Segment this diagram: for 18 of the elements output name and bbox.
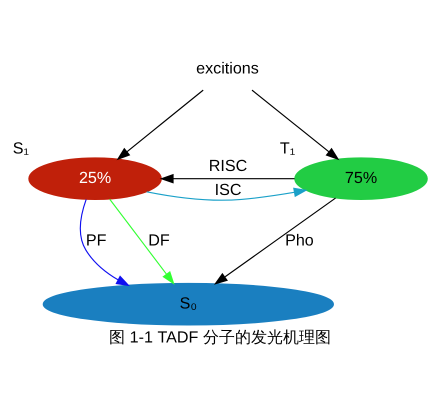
arrow <box>214 198 336 285</box>
arrow <box>109 198 175 285</box>
node-ellipse: S₀ <box>42 282 334 326</box>
caption: 图 1-1 TADF 分子的发光机理图 <box>109 328 331 346</box>
edge-label: ISC <box>214 181 242 200</box>
node-ellipse: 25% <box>28 157 162 200</box>
node-label: S₁ <box>12 140 29 158</box>
arrow <box>160 174 295 184</box>
arrow <box>80 199 130 286</box>
node-text: excitions <box>196 60 259 78</box>
arrow <box>146 188 308 201</box>
node-label: T₁ <box>280 140 296 158</box>
edge-label: PF <box>86 232 107 250</box>
arrow <box>116 90 204 160</box>
edge-label: Pho <box>285 232 314 250</box>
edge-label: RISC <box>208 156 248 175</box>
edge-label: DF <box>148 232 170 250</box>
arrow <box>252 90 340 160</box>
